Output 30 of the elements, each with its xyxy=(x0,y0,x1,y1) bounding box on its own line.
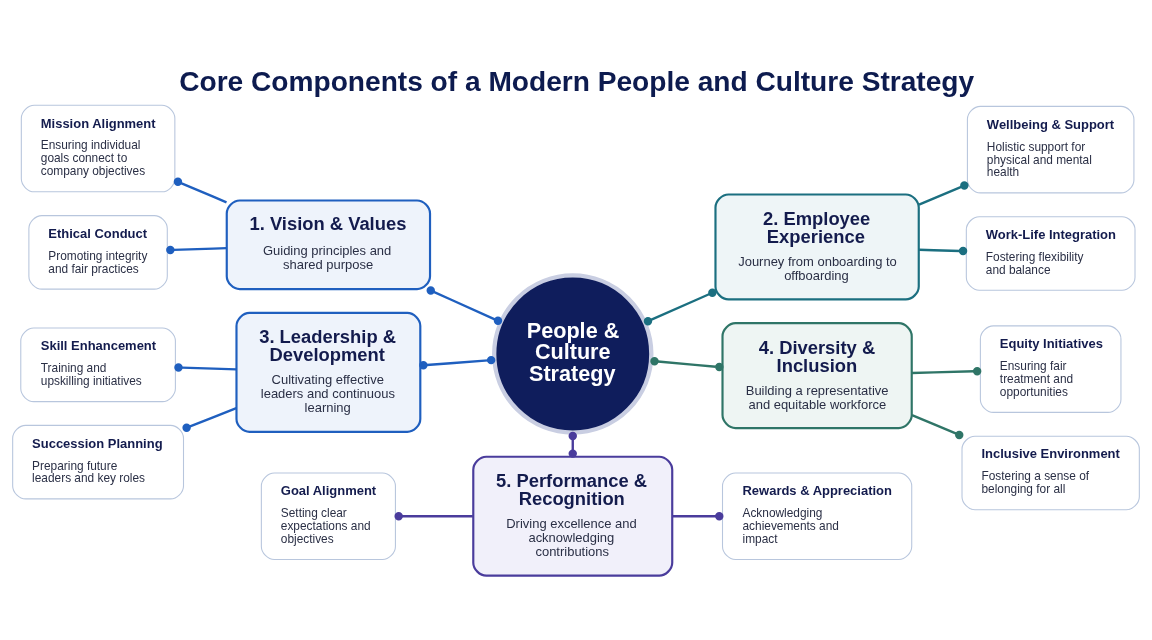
connector xyxy=(166,245,227,254)
node-box: Succession Planning Preparing future leaders and key roles xyxy=(12,424,185,499)
connector xyxy=(426,285,503,325)
node-box: Skill Enhancement Training and upskilling initiatives xyxy=(20,327,176,402)
node-box: Rewards & Appreciation Acknowledging achievements and impact xyxy=(721,471,913,560)
node-box: Goal Alignment Setting clear expectations and objectives xyxy=(260,471,396,560)
node-box: Ethical Conduct Promoting integrity and fair practices xyxy=(28,214,168,290)
diagram-title: Core Components of a Modern People and Culture Strategy xyxy=(179,65,975,97)
node-box: 3. Leadership & Development Cultivating effective leaders and continuous learning xyxy=(235,311,422,433)
connector xyxy=(182,406,237,432)
node-box: Wellbeing & Support Holistic support for physical and mental health xyxy=(966,105,1135,193)
node-box: Work-Life Integration Fostering flexibility and balance xyxy=(965,215,1136,291)
node-box: Inclusive Environment Fostering a sense of belonging for all xyxy=(961,435,1140,510)
connector xyxy=(174,362,237,372)
node-box: Mission Alignment Ensuring individual goals connect to company objectives xyxy=(20,104,176,192)
node-box: 5. Performance & Recognition Driving excellence and acknowledging contributions xyxy=(472,455,674,577)
connector xyxy=(672,511,724,520)
node-box: 1. Vision & Values Guiding principles and shared purpose xyxy=(225,198,432,290)
connector xyxy=(394,511,473,520)
connector xyxy=(173,177,227,203)
connector xyxy=(643,288,717,325)
connector xyxy=(911,366,982,375)
node-box: 4. Diversity & Inclusion Building a representative and equitable workforce xyxy=(721,321,913,429)
connector xyxy=(919,246,968,255)
connector xyxy=(918,180,969,206)
connector xyxy=(911,413,964,439)
node-box: Equity Initiatives Ensuring fair treatment and opportunities xyxy=(979,324,1122,413)
connector xyxy=(650,356,724,371)
node-box: 2. Employee Experience Journey from onboarding to offboarding xyxy=(714,192,920,300)
connector xyxy=(419,355,496,369)
